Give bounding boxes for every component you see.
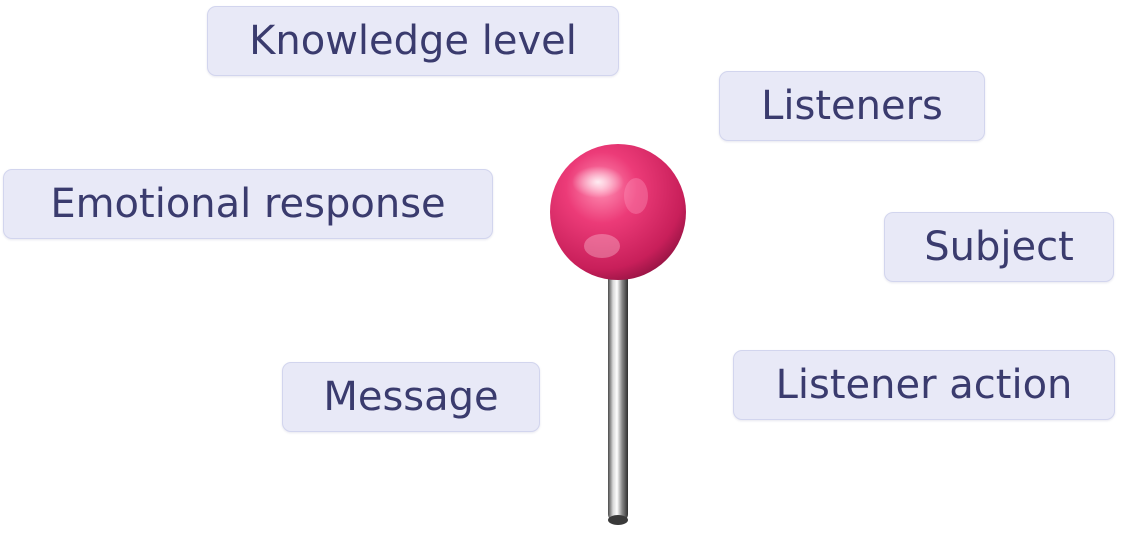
push-pin-icon (550, 144, 686, 525)
tag-message: Message (282, 362, 540, 432)
tag-listeners: Listeners (719, 71, 985, 141)
tag-listener-action: Listener action (733, 350, 1115, 420)
tag-subject: Subject (884, 212, 1114, 282)
pin-needle (608, 268, 628, 522)
pin-head (550, 144, 686, 280)
tag-emotional-response: Emotional response (3, 169, 493, 239)
tag-knowledge-level: Knowledge level (207, 6, 619, 76)
